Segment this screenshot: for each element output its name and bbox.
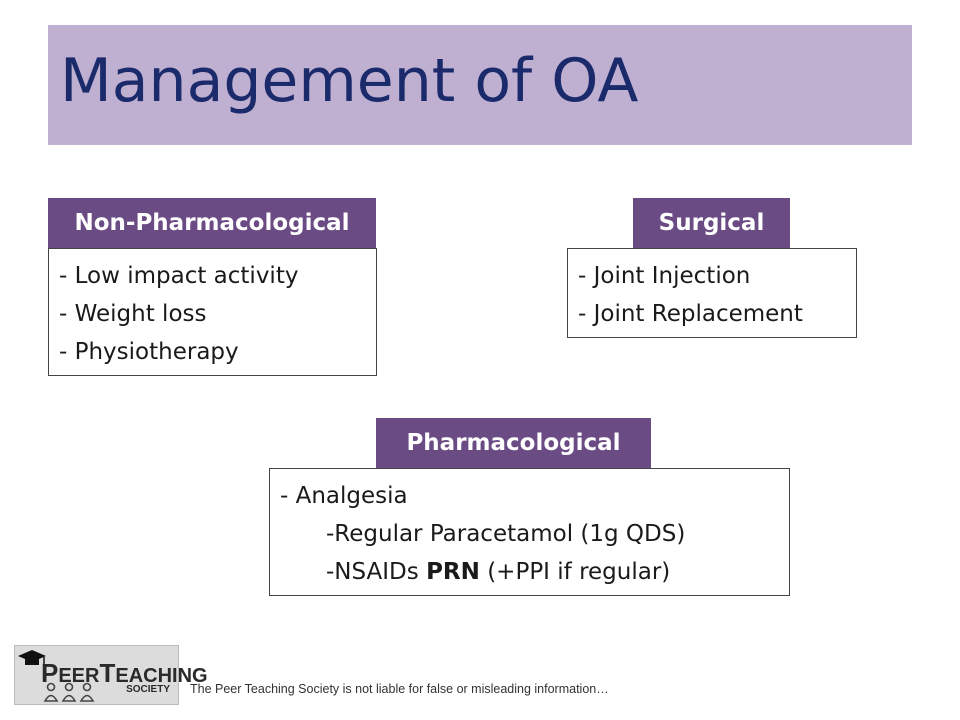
list-item: -Regular Paracetamol (1g QDS)	[326, 521, 686, 547]
prn-text: PRN	[426, 559, 480, 585]
non-pharmacological-heading: Non-Pharmacological	[48, 198, 376, 248]
list-item: - Physiotherapy	[59, 339, 239, 365]
slide-title: Management of OA	[60, 46, 639, 116]
list-item: - Weight loss	[59, 301, 207, 327]
surgical-box: - Joint Injection - Joint Replacement	[567, 248, 857, 338]
logo-t: T	[99, 658, 116, 688]
peer-teaching-society-logo: PEERTEACHING SOCIETY	[14, 645, 208, 705]
logo-eer: EER	[58, 665, 100, 687]
pharmacological-box: - Analgesia -Regular Paracetamol (1g QDS…	[269, 468, 790, 596]
pharmacological-heading: Pharmacological	[376, 418, 651, 468]
logo-society-text: SOCIETY	[126, 684, 170, 695]
footer-disclaimer: The Peer Teaching Society is not liable …	[190, 682, 609, 696]
surgical-heading: Surgical	[633, 198, 790, 248]
list-item: - Analgesia	[280, 483, 408, 509]
list-item: - Low impact activity	[59, 263, 299, 289]
title-banner: Management of OA	[48, 25, 912, 145]
logo-wordmark: PEERTEACHING	[41, 658, 208, 689]
logo-p: P	[41, 658, 59, 688]
nsaids-text: -NSAIDs	[326, 559, 427, 585]
logo-eaching: EACHING	[115, 665, 208, 687]
people-icon	[43, 682, 95, 702]
ppi-text: (+PPI if regular)	[479, 559, 671, 585]
non-pharmacological-box: - Low impact activity - Weight loss - Ph…	[48, 248, 377, 376]
graduation-cap-icon	[18, 650, 46, 666]
list-item: -NSAIDs PRN (+PPI if regular)	[280, 553, 779, 591]
list-item: - Joint Injection	[578, 263, 751, 289]
list-item: - Joint Replacement	[578, 301, 803, 327]
